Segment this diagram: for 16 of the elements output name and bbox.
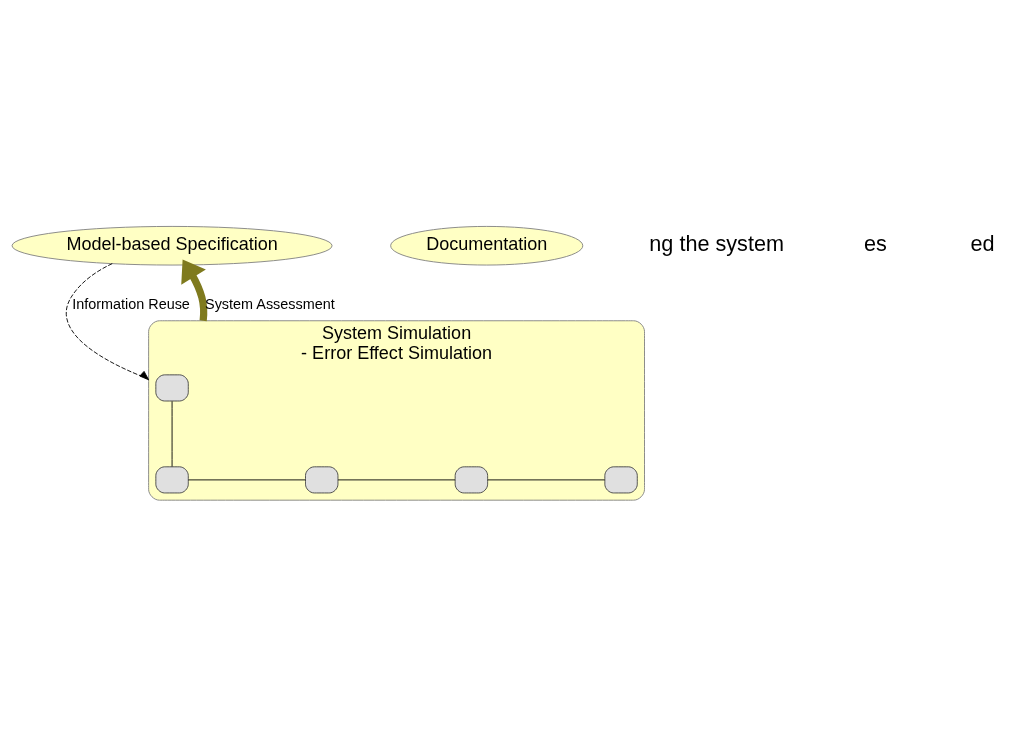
connector <box>188 478 306 480</box>
node-ellipse: Documentation <box>390 225 584 265</box>
edge-label: Information Reuse <box>72 295 190 312</box>
label: ed <box>970 230 995 256</box>
node-box <box>155 373 189 401</box>
arrow <box>181 259 208 321</box>
arrow <box>65 262 150 380</box>
label: ng the system <box>649 230 784 256</box>
edge-label: System Assessment <box>205 295 335 312</box>
cluster: System Simulation - Error Effect Simulation <box>148 319 645 501</box>
node-ellipse: Model-based Specification <box>11 225 333 265</box>
node-box <box>305 465 339 493</box>
label: es <box>863 230 887 256</box>
node-box <box>604 465 638 493</box>
node-box <box>454 465 489 493</box>
node-box <box>155 465 189 493</box>
